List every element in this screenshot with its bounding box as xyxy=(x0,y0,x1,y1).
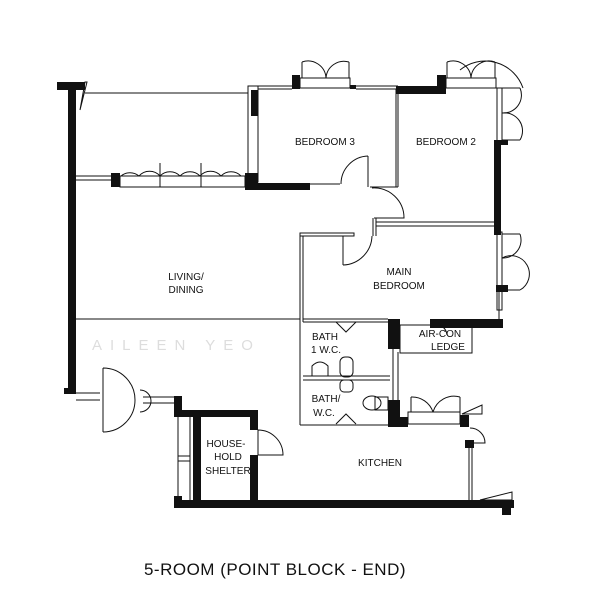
label-shelter-3: SHELTER xyxy=(205,466,250,477)
label-bath2-2: W.C. xyxy=(313,408,335,419)
label-living-2: DINING xyxy=(169,285,204,296)
plan-title: 5-ROOM (POINT BLOCK - END) xyxy=(144,560,406,579)
label-living-1: LIVING/ xyxy=(168,272,204,283)
doors-windows xyxy=(102,60,530,456)
label-aircon-1: AIR-CON xyxy=(419,329,461,340)
label-shelter-1: HOUSE- xyxy=(207,439,246,450)
label-bedroom-2: BEDROOM 2 xyxy=(416,137,476,148)
label-bath2-1: BATH/ xyxy=(312,394,341,405)
walls xyxy=(57,75,514,515)
label-bedroom-3: BEDROOM 3 xyxy=(295,137,355,148)
label-kitchen: KITCHEN xyxy=(358,458,402,469)
label-main-1: MAIN xyxy=(387,267,412,278)
label-shelter-2: HOLD xyxy=(214,452,242,463)
label-bath1-2: 1 W.C. xyxy=(311,345,341,356)
watermark: AILEEN YEO xyxy=(92,337,261,354)
label-aircon-2: LEDGE xyxy=(431,342,465,353)
label-bath1-1: BATH xyxy=(312,332,338,343)
label-main-2: BEDROOM xyxy=(373,281,425,292)
room-labels: BEDROOM 3 BEDROOM 2 LIVING/ DINING MAIN … xyxy=(168,137,476,477)
